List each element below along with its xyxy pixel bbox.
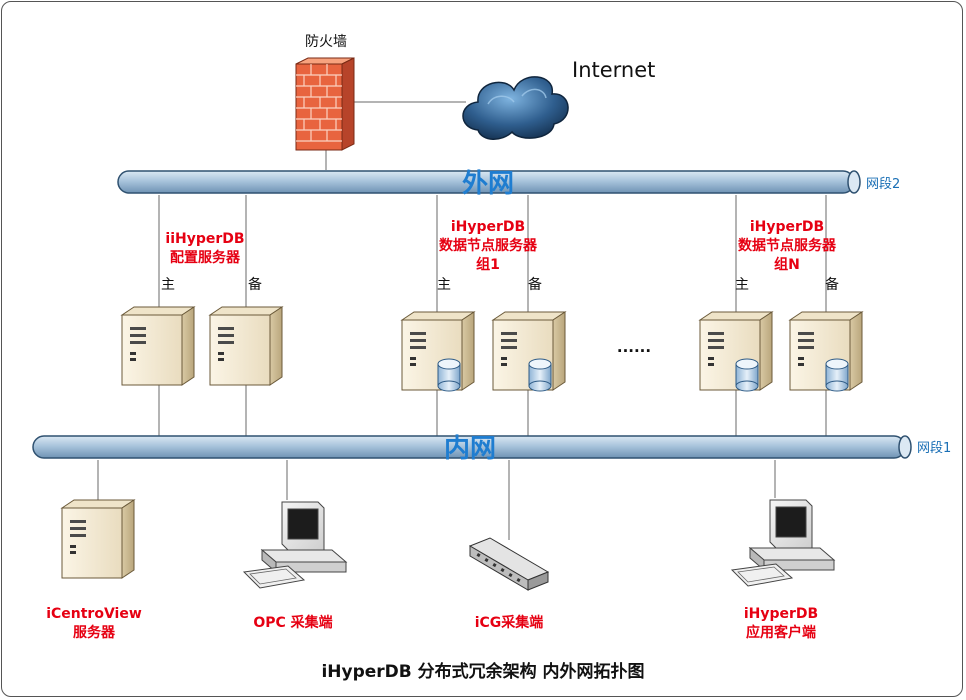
config-backup-server-icon <box>209 306 283 386</box>
group1-primary-database-icon <box>437 358 461 392</box>
outer-network-pipe <box>117 170 861 194</box>
internet-label: Internet <box>572 58 655 82</box>
connection-lines <box>97 101 827 540</box>
switch-icon <box>468 537 550 591</box>
config-backup-label: 备 <box>248 276 262 293</box>
data-group-n-label: iHyperDB 数据节点服务器 组N <box>738 219 837 273</box>
diagram-title: iHyperDB 分布式冗余架构 内外网拓扑图 <box>321 661 644 682</box>
group1-primary-label: 主 <box>437 277 451 293</box>
inner-network-segment: 网段1 <box>917 441 951 456</box>
app-client-workstation-icon <box>731 499 835 587</box>
data-group-n-label-line3: 组N <box>774 256 800 273</box>
group1-backup-label: 备 <box>528 276 542 293</box>
groupn-backup-label: 备 <box>825 276 839 293</box>
app-client-label-line1: iHyperDB <box>744 606 818 622</box>
icentroview-server-icon <box>61 499 135 579</box>
data-group-1-label-line3: 组1 <box>476 256 500 273</box>
cloud-icon <box>462 76 569 140</box>
ellipsis: ...... <box>617 338 651 356</box>
inner-network-label: 内网 <box>444 434 496 464</box>
config-primary-label: 主 <box>161 277 175 293</box>
data-group-1-label-line2: 数据节点服务器 <box>439 237 538 254</box>
icentroview-label-line1: iCentroView <box>46 606 142 622</box>
groupn-primary-database-icon <box>735 358 759 392</box>
data-group-n-label-line2: 数据节点服务器 <box>738 237 837 254</box>
config-servers-label: iiHyperDB 配置服务器 <box>165 231 244 266</box>
firewall-icon <box>295 57 355 151</box>
opc-workstation-icon <box>243 501 347 589</box>
outer-network-label: 外网 <box>462 169 514 199</box>
outer-network-segment: 网段2 <box>866 177 900 192</box>
app-client-label-line2: 应用客户端 <box>746 624 816 641</box>
icg-label: iCG采集端 <box>475 614 544 631</box>
data-group-1-label-line1: iHyperDB <box>451 219 525 235</box>
inner-network-pipe <box>32 435 912 459</box>
data-group-1-label: iHyperDB 数据节点服务器 组1 <box>439 219 538 273</box>
icentroview-label-line2: 服务器 <box>73 624 116 641</box>
data-group-n-label-line1: iHyperDB <box>750 219 824 235</box>
config-primary-server-icon <box>121 306 195 386</box>
groupn-backup-database-icon <box>825 358 849 392</box>
group1-backup-database-icon <box>528 358 552 392</box>
firewall-label: 防火墙 <box>305 34 347 50</box>
groupn-primary-label: 主 <box>735 277 749 293</box>
opc-label: OPC 采集端 <box>253 614 332 631</box>
config-servers-label-line1: iiHyperDB <box>165 231 244 247</box>
config-servers-label-line2: 配置服务器 <box>170 249 241 266</box>
